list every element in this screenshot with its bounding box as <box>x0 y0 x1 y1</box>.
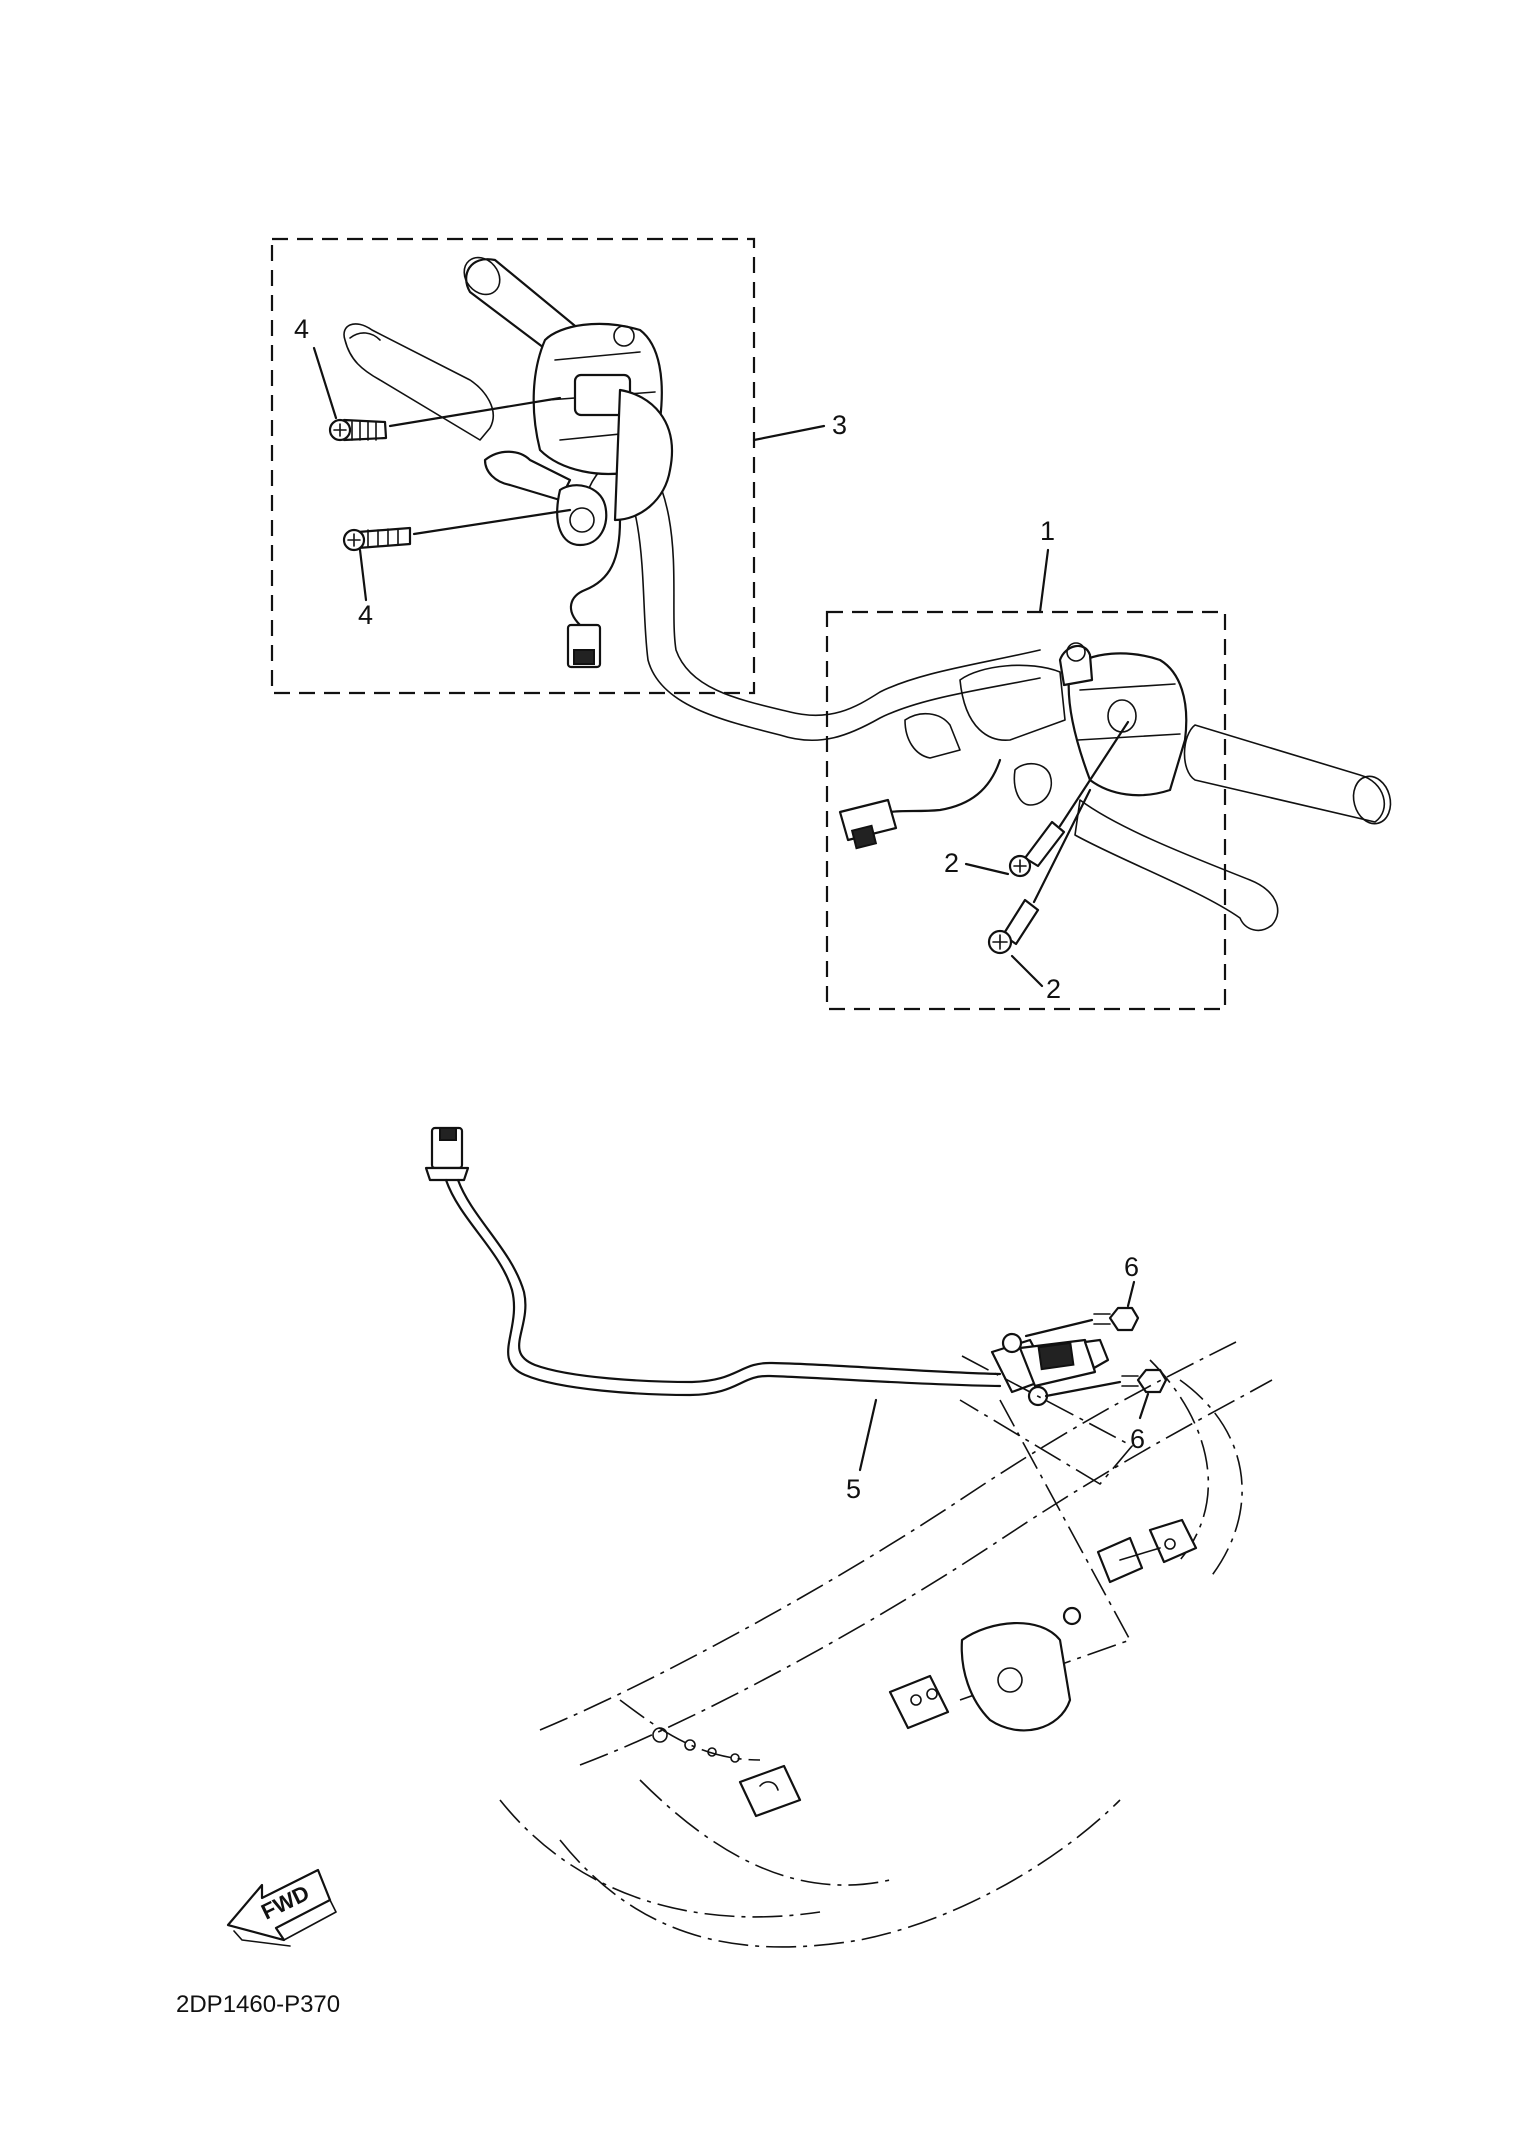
screw-4-lower-leader <box>412 508 572 536</box>
left-lead-wire <box>569 518 622 627</box>
cable-coupler-top <box>424 1126 470 1182</box>
left-switch-housing <box>483 322 673 547</box>
handlebar-assembly: 4 4 3 <box>270 237 1392 1011</box>
callout-6-lower: 6 <box>1130 1424 1145 1454</box>
callout-4-upper: 4 <box>294 314 309 344</box>
right-lead-wire <box>888 758 1002 814</box>
handlebar-tube <box>611 439 1041 742</box>
bolt-6-lower <box>1121 1368 1168 1394</box>
right-grip <box>1183 724 1386 823</box>
callout-1: 1 <box>1040 516 1055 546</box>
callout-2-lower: 2 <box>1046 974 1061 1004</box>
frame-bracket-middle <box>888 1606 1082 1732</box>
fwd-arrow-icon: FWD <box>226 1868 337 1947</box>
callout-2-upper: 2 <box>944 848 959 878</box>
right-switch-housing <box>1058 642 1188 797</box>
cable-5 <box>444 1178 1002 1397</box>
screw-4-upper-leader <box>388 396 562 428</box>
lower-assembly: 6 6 5 <box>424 1126 1273 1948</box>
bolt-6-upper <box>1093 1306 1140 1332</box>
callout-6-upper: 6 <box>1124 1252 1139 1282</box>
right-coupler <box>838 798 898 850</box>
screw-2-upper <box>1008 820 1066 878</box>
frame-bracket-upper <box>1096 1518 1198 1584</box>
callout-5: 5 <box>846 1474 861 1504</box>
left-brake-lever <box>343 323 495 441</box>
callout-4-lower: 4 <box>358 600 373 630</box>
assembly-box-3 <box>270 237 756 695</box>
screw-2-lower <box>987 898 1040 955</box>
right-brake-lever <box>1074 799 1279 932</box>
frame-outline <box>579 1379 1273 1766</box>
screw-4-upper <box>328 418 388 442</box>
screw-2-upper-leader <box>1058 720 1130 828</box>
screw-2-lower-leader <box>1032 788 1092 904</box>
frame-bracket-lower <box>738 1764 802 1818</box>
left-coupler <box>566 623 602 669</box>
screw-4-lower <box>342 526 412 552</box>
right-brake-bracket <box>959 664 1066 741</box>
drawing-code: 2DP1460-P370 <box>176 1991 340 2018</box>
callout-3: 3 <box>832 410 847 440</box>
